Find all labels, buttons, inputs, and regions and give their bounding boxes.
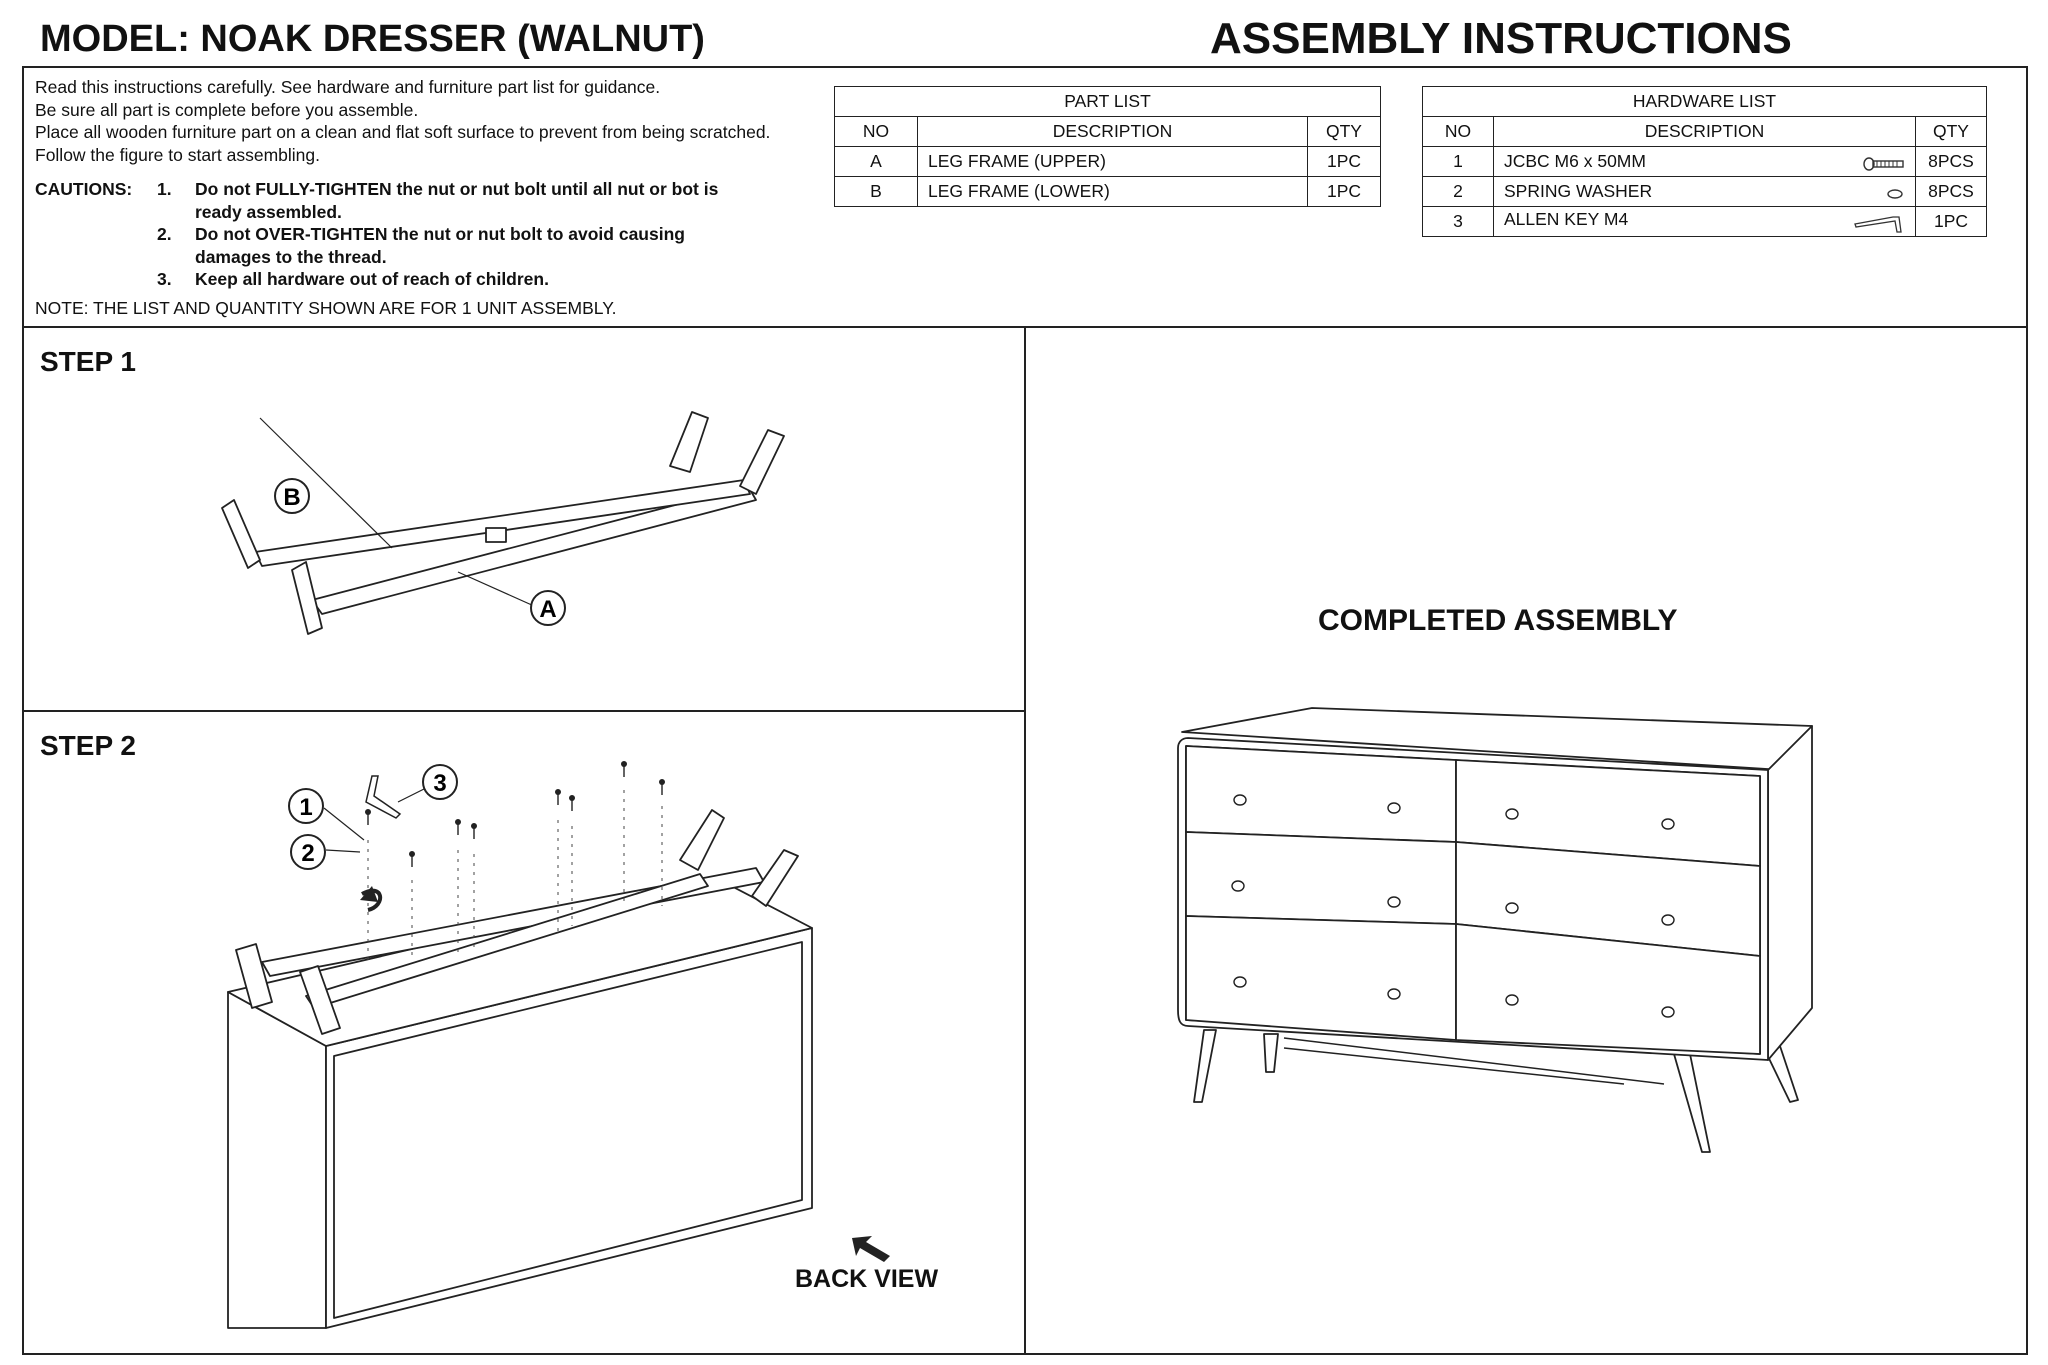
- part-qty: 1PC: [1307, 146, 1381, 177]
- hardware-description-cell: JCBC M6 x 50MM: [1493, 146, 1916, 177]
- part-list-table: PART LIST NO DESCRIPTION QTY A LEG FRAME…: [834, 86, 1381, 207]
- step-2-label: STEP 2: [40, 730, 136, 761]
- caution-number: 1.: [157, 179, 172, 199]
- hardware-list-header-no: NO: [1422, 116, 1494, 147]
- table-row: 2 SPRING WASHER 8PCS: [1422, 176, 1987, 207]
- caution-number: 3.: [157, 269, 172, 289]
- table-row: A LEG FRAME (UPPER) 1PC: [834, 146, 1381, 177]
- step-divider: [22, 710, 1025, 712]
- intro-line: Be sure all part is complete before you …: [35, 99, 419, 120]
- intro-line: Read this instructions carefully. See ha…: [35, 77, 661, 97]
- caution-number: 2.: [157, 224, 172, 244]
- completed-assembly-label: COMPLETED ASSEMBLY: [1318, 604, 1678, 637]
- bolt-icon: [1863, 157, 1904, 171]
- model-title: MODEL: NOAK DRESSER (WALNUT): [40, 18, 705, 60]
- intro-text: Read this instructions carefully. See ha…: [35, 76, 770, 166]
- step-1-label: STEP 1: [40, 346, 136, 377]
- hardware-description-cell: ALLEN KEY M4: [1493, 206, 1916, 237]
- hardware-list-table: HARDWARE LIST NO DESCRIPTION QTY 1 JCBC …: [1422, 86, 1987, 237]
- hardware-qty: 8PCS: [1915, 176, 1987, 207]
- part-list-header-description: DESCRIPTION: [917, 116, 1308, 147]
- caution-text: Do not FULLY-TIGHTEN the nut or nut bolt…: [195, 179, 719, 222]
- back-view-label: BACK VIEW: [795, 1265, 939, 1293]
- hardware-qty: 1PC: [1915, 206, 1987, 237]
- part-qty: 1PC: [1307, 176, 1381, 207]
- hardware-no: 2: [1422, 176, 1494, 207]
- step-2-illustration: 1 2 3: [227, 761, 890, 1329]
- part-list-header-no: NO: [834, 116, 918, 147]
- washer-icon: [1887, 189, 1903, 199]
- back-view-arrow-icon: [852, 1236, 890, 1262]
- hardware-description: ALLEN KEY M4: [1504, 209, 1629, 229]
- callout-2: [290, 834, 326, 870]
- callout-b-label: B: [283, 484, 300, 511]
- hardware-description: JCBC M6 x 50MM: [1504, 151, 1646, 171]
- table-row: 3 ALLEN KEY M4 1PC: [1422, 206, 1987, 237]
- table-row: 1 JCBC M6 x 50MM 8PCS: [1422, 146, 1987, 177]
- hardware-list-header-description: DESCRIPTION: [1493, 116, 1916, 147]
- callout-3: [422, 764, 458, 800]
- hardware-description: SPRING WASHER: [1504, 181, 1653, 201]
- hardware-list-title: HARDWARE LIST: [1422, 86, 1987, 117]
- column-divider: [1024, 326, 1026, 1355]
- completed-dresser-illustration: [1177, 707, 1813, 1153]
- caution-text: Do not OVER-TIGHTEN the nut or nut bolt …: [195, 224, 685, 267]
- part-no: B: [834, 176, 918, 207]
- callout-1-label: 1: [299, 794, 312, 821]
- part-list-header-qty: QTY: [1307, 116, 1381, 147]
- hardware-qty: 8PCS: [1915, 146, 1987, 177]
- hardware-no: 1: [1422, 146, 1494, 177]
- hardware-list-header-qty: QTY: [1915, 116, 1987, 147]
- intro-line: Follow the figure to start assembling.: [35, 144, 320, 165]
- callout-3-label: 3: [433, 770, 446, 797]
- callout-2-label: 2: [301, 840, 314, 867]
- callout-b: [274, 478, 310, 514]
- document-title: ASSEMBLY INSTRUCTIONS: [1210, 14, 1792, 63]
- cautions-label: CAUTIONS:: [35, 179, 133, 199]
- intro-line: Place all wooden furniture part on a cle…: [35, 122, 771, 142]
- hardware-no: 3: [1422, 206, 1494, 237]
- allen-key-icon: [1854, 216, 1902, 233]
- caution-text: Keep all hardware out of reach of childr…: [195, 269, 549, 289]
- hardware-description-cell: SPRING WASHER: [1493, 176, 1916, 207]
- part-description: LEG FRAME (UPPER): [917, 146, 1308, 177]
- callout-1: [288, 788, 324, 824]
- callout-a: [530, 590, 566, 626]
- quantity-note: NOTE: THE LIST AND QUANTITY SHOWN ARE FO…: [35, 298, 617, 318]
- table-row: B LEG FRAME (LOWER) 1PC: [834, 176, 1381, 207]
- step-1-illustration: B A: [221, 411, 785, 635]
- callout-a-label: A: [539, 596, 556, 623]
